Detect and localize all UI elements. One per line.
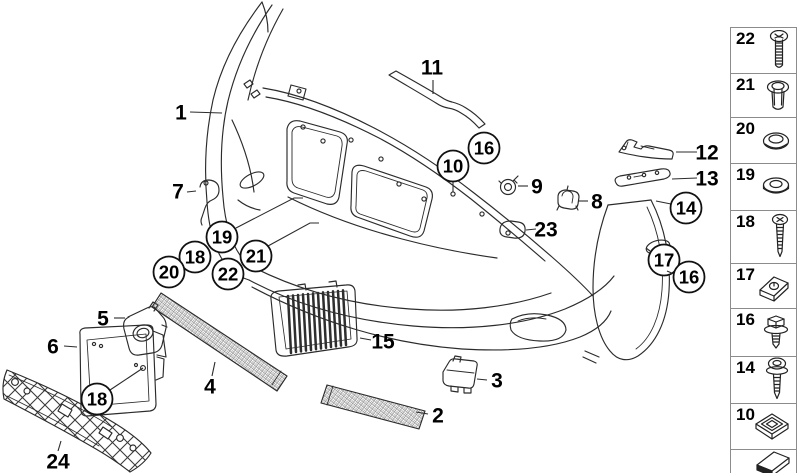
tapping-screw-icon [771, 213, 789, 258]
bracket-13 [614, 168, 671, 187]
callout-circle-17-23[interactable] [647, 243, 681, 277]
bracket-3 [442, 355, 478, 394]
impact-absorber [2, 369, 152, 473]
callout-label-1-0[interactable]: 1 [175, 102, 187, 125]
callout-circle-21-16[interactable] [239, 239, 273, 273]
callout-label-6-9[interactable]: 6 [47, 336, 59, 359]
callout-label-16-24[interactable]: 16 [679, 267, 700, 288]
callout-label-17-23[interactable]: 17 [654, 250, 675, 271]
fastener-number: 14 [736, 358, 755, 377]
fastener-number: 21 [736, 75, 755, 94]
callout-circle-18-17[interactable] [178, 240, 212, 274]
leader-line-13 [671, 177, 698, 180]
callout-circle-14-22[interactable] [669, 191, 703, 225]
fastener-box-22[interactable]: 22 [731, 28, 796, 74]
callout-label-11-2[interactable]: 11 [421, 57, 444, 80]
callout-label-19-15[interactable]: 19 [212, 227, 233, 248]
fastener-box-20[interactable]: 20 [731, 118, 796, 164]
fastener-number: 19 [736, 165, 755, 184]
mesh-grille-lower [320, 384, 426, 430]
callout-label-22-19[interactable]: 22 [218, 264, 239, 285]
fastener-number: 10 [736, 405, 755, 424]
cap-washer-icon [762, 131, 790, 150]
leader-line-14 [655, 200, 672, 205]
callout-label-15-11[interactable]: 15 [371, 331, 395, 354]
fastener-number: 18 [736, 212, 755, 231]
fastener-box-19[interactable]: 19 [731, 164, 796, 211]
callout-label-9-3[interactable]: 9 [531, 176, 543, 199]
fastener-box-17[interactable]: 17 [731, 264, 796, 309]
leader-line-24 [57, 440, 62, 452]
expanding-rivet [498, 175, 519, 196]
hex-bolt-icon [763, 314, 789, 349]
clip-nut-icon [759, 276, 789, 302]
fastener-number: 16 [736, 310, 755, 329]
fastener-box-21[interactable]: 21 [731, 74, 796, 118]
callout-circle-16-21[interactable] [467, 131, 501, 165]
callout-circle-19-15[interactable] [205, 220, 239, 254]
screw-washer-icon [765, 357, 789, 400]
callout-label-13-6[interactable]: 13 [695, 168, 718, 191]
leader-line-4 [211, 361, 216, 377]
leader-line-1 [189, 111, 223, 114]
callout-label-20-18[interactable]: 20 [159, 262, 180, 283]
callout-circle-10-20[interactable] [436, 149, 470, 183]
callout-label-12-5[interactable]: 12 [695, 142, 718, 165]
callout-label-21-16[interactable]: 21 [246, 246, 267, 267]
callout-label-18-25[interactable]: 18 [87, 389, 108, 410]
callout-circle-16-24[interactable] [672, 260, 706, 294]
washer-cover [499, 220, 526, 239]
fastener-box-10[interactable]: 10 [731, 404, 796, 450]
leader-line-15 [359, 337, 372, 341]
machine-screw-icon [769, 29, 789, 68]
clip-8 [556, 185, 580, 211]
callout-label-10-20[interactable]: 10 [443, 156, 464, 177]
leader-line-2 [415, 411, 429, 415]
leader-line-17 [645, 247, 651, 252]
mesh-grille-upper [151, 292, 288, 392]
callout-circle-22-19[interactable] [211, 257, 245, 291]
fastener-box-18[interactable]: 18 [731, 211, 796, 264]
callout-circle-18-25[interactable] [80, 382, 114, 416]
expanding-nut-icon [755, 412, 789, 440]
leader-line-18 [109, 367, 144, 391]
callout-label-7-1[interactable]: 7 [172, 181, 184, 204]
sleeve-nut-icon [766, 79, 790, 110]
callout-label-4-10[interactable]: 4 [204, 376, 216, 399]
fastener-number: 20 [736, 119, 755, 138]
callout-label-14-22[interactable]: 14 [676, 198, 697, 219]
leader-line-6 [63, 345, 78, 348]
bracket-12 [618, 139, 674, 160]
callout-label-16-21[interactable]: 16 [474, 138, 495, 159]
fastener-box-clip[interactable] [731, 450, 796, 473]
towing-eye-cover [199, 179, 220, 226]
callout-label-24-14[interactable]: 24 [46, 451, 70, 473]
fastener-sidebar: 22 21 20 [730, 27, 797, 473]
leader-line-19 [235, 197, 303, 229]
leader-line-7 [186, 190, 197, 193]
fastener-number: 22 [736, 29, 755, 48]
leader-line-3 [476, 378, 488, 381]
leader-line-23 [525, 228, 537, 231]
fastener-box-16[interactable]: 16 [731, 309, 796, 357]
fastener-number: 17 [736, 265, 755, 284]
fastener-box-14[interactable]: 14 [731, 357, 796, 404]
trim-strip [388, 70, 486, 129]
callout-label-8-4[interactable]: 8 [591, 191, 603, 214]
callout-label-5-8[interactable]: 5 [97, 308, 109, 331]
spring-clip-icon [756, 450, 790, 473]
kidney-grille [270, 280, 358, 357]
leader-line-16 [666, 270, 675, 275]
callout-label-18-17[interactable]: 18 [185, 247, 206, 268]
callout-label-3-13[interactable]: 3 [491, 370, 503, 393]
callout-label-2-12[interactable]: 2 [432, 405, 444, 428]
leader-line-21 [267, 222, 319, 247]
washer-icon [762, 177, 790, 194]
callout-label-23-7[interactable]: 23 [534, 219, 557, 242]
callout-circle-20-18[interactable] [152, 255, 186, 289]
